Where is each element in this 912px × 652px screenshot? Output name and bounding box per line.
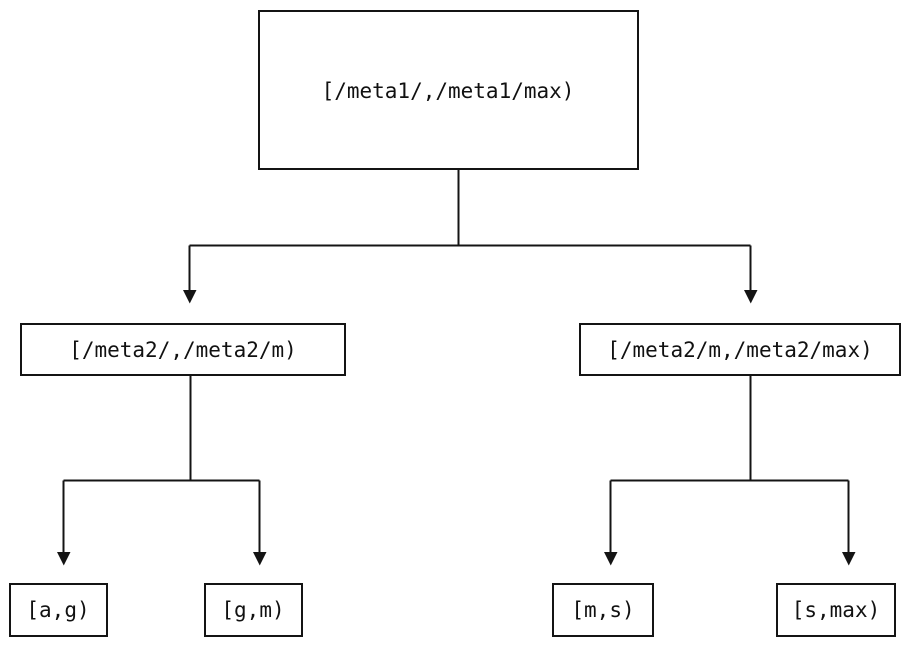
arrowhead-to-leaf-smax xyxy=(842,552,856,566)
arrowhead-to-leaf-gm xyxy=(253,552,267,566)
node-leaf-smax[interactable]: [s,max) xyxy=(775,582,897,638)
node-root[interactable]: [/meta1/,/meta1/max) xyxy=(257,9,640,171)
node-mid-left[interactable]: [/meta2/,/meta2/m) xyxy=(19,322,347,377)
edge-midright-to-leaves xyxy=(604,375,856,566)
node-root-box[interactable] xyxy=(257,9,640,171)
arrowhead-to-leaf-ag xyxy=(57,552,71,566)
node-mid-left-box[interactable] xyxy=(19,322,347,377)
node-leaf-ag[interactable]: [a,g) xyxy=(8,582,109,638)
node-mid-left-label: [/meta2/,/meta2/m) xyxy=(69,338,297,362)
node-mid-right[interactable]: [/meta2/m,/meta2/max) xyxy=(578,322,902,377)
node-leaf-ms-box[interactable] xyxy=(551,582,655,638)
edge-root-to-middle-level xyxy=(183,169,758,304)
node-root-label: [/meta1/,/meta1/max) xyxy=(322,79,575,103)
node-leaf-ms[interactable]: [m,s) xyxy=(551,582,655,638)
arrowhead-to-mid-right xyxy=(744,290,758,304)
node-leaf-ms-label: [m,s) xyxy=(571,598,634,622)
node-leaf-ag-box[interactable] xyxy=(8,582,109,638)
node-leaf-gm-box[interactable] xyxy=(203,582,304,638)
node-leaf-ag-label: [a,g) xyxy=(26,598,89,622)
node-leaf-gm-label: [g,m) xyxy=(221,598,284,622)
arrowhead-to-mid-left xyxy=(183,290,197,304)
arrowhead-to-leaf-ms xyxy=(604,552,618,566)
edge-midleft-to-leaves xyxy=(57,375,267,566)
node-mid-right-box[interactable] xyxy=(578,322,902,377)
node-leaf-smax-label: [s,max) xyxy=(792,598,881,622)
node-mid-right-label: [/meta2/m,/meta2/max) xyxy=(607,338,873,362)
node-leaf-smax-box[interactable] xyxy=(775,582,897,638)
node-leaf-gm[interactable]: [g,m) xyxy=(203,582,304,638)
